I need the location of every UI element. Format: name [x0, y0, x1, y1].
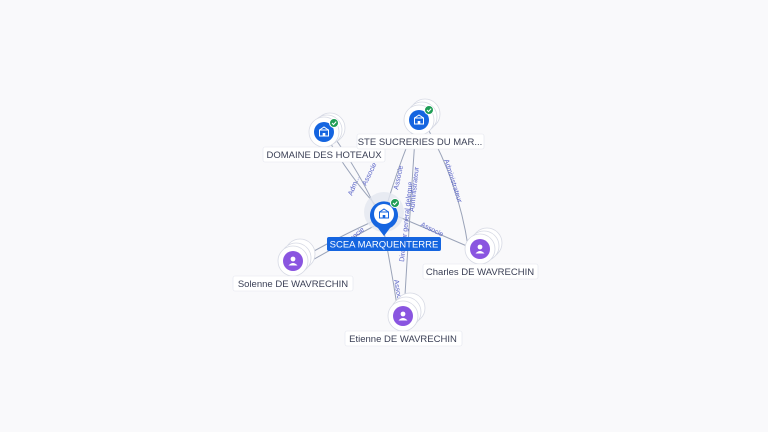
- building-icon: [319, 126, 329, 137]
- center-node-inner: [374, 204, 394, 224]
- node-label-domaine: DOMAINE DES HOTEAUX: [266, 150, 382, 161]
- edge-label-domaine-2: Associe: [362, 162, 379, 187]
- person-icon: [398, 311, 408, 321]
- node-label-ste: STE SUCRERIES DU MAR...: [358, 137, 483, 148]
- verified-badge-icon: [329, 118, 339, 128]
- company-node-circle: [314, 122, 334, 142]
- edge-label-charles-1: Administrateur: [442, 158, 463, 204]
- node-center-scea-marquenterre[interactable]: SCEA MARQUENTERRE: [327, 192, 441, 251]
- edge-label-etienne-2: Administrateur: [409, 166, 421, 212]
- center-label-background: [327, 237, 441, 251]
- edge-label-ste-1: Associe: [393, 165, 405, 191]
- company-node-circle: [409, 110, 429, 130]
- verified-badge-icon: [390, 198, 400, 208]
- node-charles-de-wavrechin[interactable]: Charles DE WAVRECHIN: [422, 227, 539, 280]
- person-icon: [475, 244, 485, 254]
- node-label-solenne: Solenne DE WAVRECHIN: [238, 279, 348, 290]
- edge-labels: Adm... Associe Associe Administrateur Di…: [343, 158, 463, 304]
- center-node-label: SCEA MARQUENTERRE: [330, 240, 439, 251]
- node-domaine-des-hoteaux[interactable]: DOMAINE DES HOTEAUX: [262, 112, 386, 163]
- edge-label-charles-2: Associe: [419, 222, 444, 239]
- node-ste-sucreries[interactable]: STE SUCRERIES DU MAR...: [356, 98, 485, 150]
- building-icon: [414, 114, 424, 125]
- node-solenne-de-wavrechin[interactable]: Solenne DE WAVRECHIN: [232, 238, 354, 292]
- node-etienne-de-wavrechin[interactable]: Etienne DE WAVRECHIN: [344, 292, 463, 347]
- building-icon: [379, 208, 389, 219]
- node-label-etienne: Etienne DE WAVRECHIN: [349, 334, 457, 345]
- person-icon: [288, 256, 298, 266]
- node-label-charles: Charles DE WAVRECHIN: [426, 267, 534, 278]
- edge-label-etienne-3: Associe: [392, 279, 403, 304]
- verified-badge-icon: [424, 105, 434, 115]
